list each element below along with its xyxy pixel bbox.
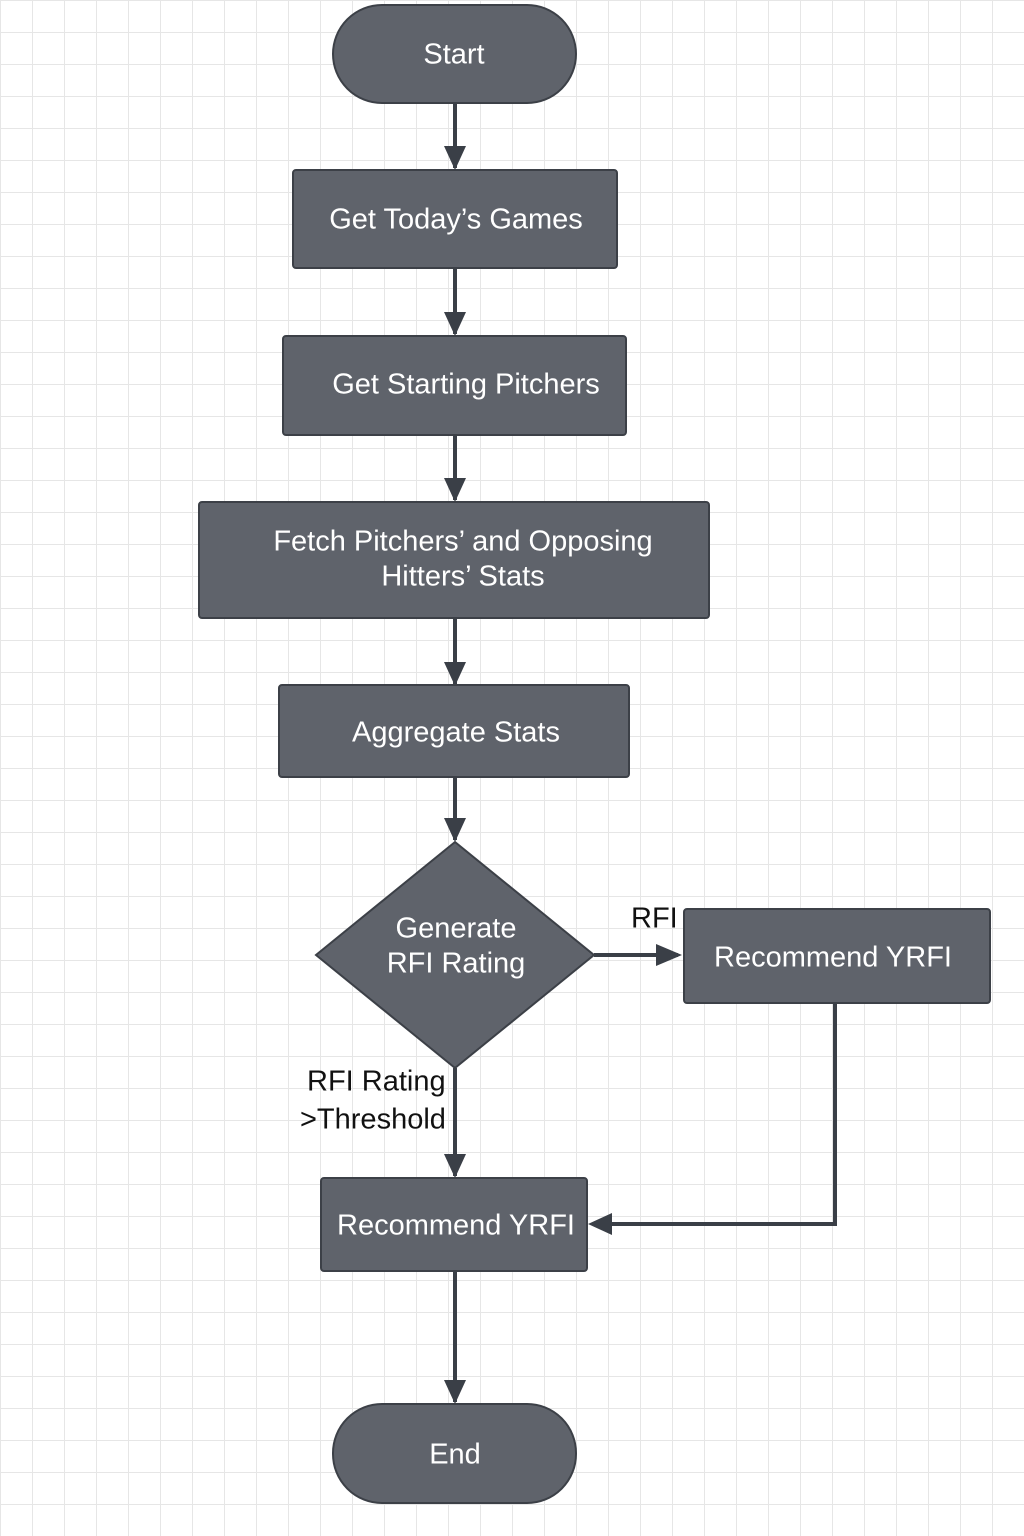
arrowhead-get-games xyxy=(444,146,466,170)
edge-label-threshold: >Threshold xyxy=(300,1104,446,1136)
start-node: Start xyxy=(332,4,577,104)
arrowhead-end xyxy=(444,1380,466,1404)
fetch-stats-node: Fetch Pitchers’ and Opposing Hitters’ St… xyxy=(198,501,710,619)
fetch-stats-label-line1: Fetch Pitchers’ and Opposing xyxy=(273,526,652,558)
generate-rfi-decision-node: Generate RFI Rating xyxy=(314,840,596,1070)
end-node: End xyxy=(332,1403,577,1504)
get-todays-games-node: Get Today’s Games xyxy=(292,169,618,269)
arrowhead-recommend-bottom-side xyxy=(588,1213,612,1235)
arrowhead-fetch-stats xyxy=(444,478,466,502)
recommend-yrfi-bottom-label: Recommend YRFI xyxy=(337,1210,575,1242)
decision-label-line1: Generate xyxy=(396,913,517,945)
arrowhead-decision xyxy=(444,818,466,842)
recommend-yrfi-right-label: Recommend YRFI xyxy=(714,942,952,974)
edge-recommend-right-to-recommend-bottom xyxy=(606,1003,837,1226)
decision-label-line2: RFI Rating xyxy=(387,948,526,980)
edge-label-rfi-rating: RFI Rating xyxy=(307,1066,446,1098)
aggregate-stats-label: Aggregate Stats xyxy=(352,717,560,749)
get-starting-pitchers-node: Get Starting Pitchers xyxy=(282,335,627,436)
arrowhead-aggregate xyxy=(444,662,466,686)
arrowhead-recommend-bottom xyxy=(444,1154,466,1178)
get-todays-games-label: Get Today’s Games xyxy=(329,204,583,236)
start-label: Start xyxy=(423,39,484,71)
arrowhead-recommend-right xyxy=(656,944,682,966)
recommend-yrfi-bottom-node: Recommend YRFI xyxy=(320,1177,588,1272)
aggregate-stats-node: Aggregate Stats xyxy=(278,684,630,778)
get-starting-pitchers-label: Get Starting Pitchers xyxy=(332,369,600,401)
arrowhead-get-pitchers xyxy=(444,312,466,336)
edges xyxy=(444,104,837,1404)
edge-label-rfi: RFI xyxy=(631,903,678,935)
fetch-stats-label-line2: Hitters’ Stats xyxy=(381,561,544,593)
end-label: End xyxy=(429,1439,481,1471)
recommend-yrfi-right-node: Recommend YRFI xyxy=(683,908,991,1004)
